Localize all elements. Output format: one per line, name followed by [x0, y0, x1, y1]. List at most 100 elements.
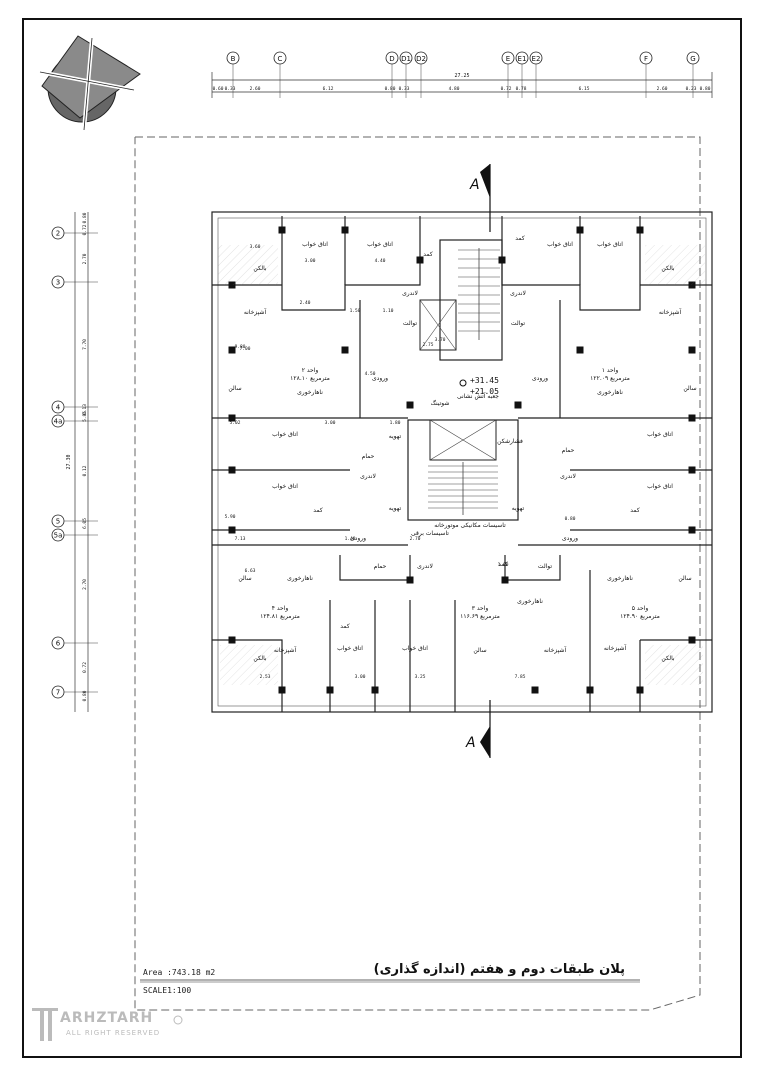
- room-dimension-value: 7.13: [235, 536, 246, 542]
- grid-axis-label-E2: E2: [532, 55, 541, 63]
- column: [341, 226, 349, 234]
- svg-text:A: A: [465, 735, 476, 751]
- grid-axis-label-4: 4: [56, 404, 61, 412]
- svg-text:+31.45: +31.45: [470, 376, 499, 385]
- brand-logo-icon: [32, 1008, 183, 1041]
- svg-text:حمام: حمام: [562, 447, 575, 454]
- svg-text:بالکن: بالکن: [253, 655, 267, 662]
- svg-text:لاندری: لاندری: [510, 290, 526, 297]
- column: [586, 686, 594, 694]
- room-dimension-value: 1.40: [345, 536, 356, 542]
- column: [228, 346, 236, 354]
- room-dimension-value: 6.63: [245, 568, 256, 574]
- svg-text:جعبه آتش نشانی: جعبه آتش نشانی: [457, 391, 499, 400]
- svg-text:اتاق خواب: اتاق خواب: [272, 431, 298, 438]
- column: [416, 256, 424, 264]
- room-dimension-value: 3.70: [435, 337, 446, 343]
- svg-text:بالکن: بالکن: [661, 265, 675, 272]
- column: [576, 346, 584, 354]
- column: [501, 576, 509, 584]
- svg-text:اتاق خواب: اتاق خواب: [302, 241, 328, 248]
- svg-text:کمد: کمد: [423, 251, 433, 258]
- column: [498, 256, 506, 264]
- grid-axis-label-D1: D1: [401, 55, 411, 63]
- svg-text:ورودی: ورودی: [562, 535, 578, 542]
- room-dimension-value: 2.53: [260, 674, 271, 680]
- column: [514, 401, 522, 409]
- unit-3-area: ۱۱۶.۶۹ مترمربع: [460, 613, 500, 620]
- room-dimension-value: 2.40: [300, 300, 311, 306]
- svg-text:توالت: توالت: [511, 320, 525, 327]
- top-dimension-value: 0.80: [700, 86, 711, 92]
- level-marks: +31.45 +21.05: [459, 376, 499, 396]
- svg-text:لاندری: لاندری: [417, 563, 433, 570]
- svg-text:اتاق خواب: اتاق خواب: [272, 483, 298, 490]
- site-boundary: [134, 136, 701, 1011]
- unit-2-name: واحد ۲: [302, 367, 319, 374]
- top-dimension-value: 0.72: [501, 86, 512, 92]
- svg-text:کمد: کمد: [313, 507, 323, 514]
- svg-text:لاندری: لاندری: [560, 473, 576, 480]
- sheet-border: [22, 18, 742, 1058]
- column: [278, 686, 286, 694]
- svg-text:سالن: سالن: [228, 385, 241, 392]
- brand-subtitle: ALL RIGHT RESERVED: [66, 1029, 161, 1037]
- svg-text:بالکن: بالکن: [253, 265, 267, 272]
- room-labels: اتاق خواب اتاق خواب اتاق خواب اتاق خواب …: [228, 235, 696, 662]
- top-dimension-lines: 27.25: [211, 72, 713, 98]
- svg-text:توالت: توالت: [403, 320, 417, 327]
- svg-text:بالکن: بالکن: [661, 655, 675, 662]
- room-dimension-value: 1.00: [498, 562, 509, 568]
- room-dimension-value: 1.10: [383, 308, 394, 314]
- room-dimension-value: 3.00: [325, 420, 336, 426]
- left-dimension-value: 0.72: [82, 224, 88, 235]
- unit-1-area: ۱۲۲.۰۹ مترمربع: [590, 375, 630, 382]
- grid-axis-label-5: 5: [56, 518, 60, 526]
- grid-axis-label-2: 2: [56, 230, 60, 238]
- svg-text:آشپزخانه: آشپزخانه: [604, 643, 627, 652]
- unit-walls: [212, 216, 712, 712]
- svg-text:سالن: سالن: [678, 575, 691, 582]
- top-dimension-value: 6.12: [323, 86, 334, 92]
- column: [228, 466, 236, 474]
- svg-text:تاسیسات برقی: تاسیسات برقی: [411, 530, 449, 537]
- unit-3-name: واحد ۳: [472, 605, 489, 612]
- left-dimension-value: 0.72: [82, 662, 88, 673]
- room-dimension-value: 3.00: [355, 674, 366, 680]
- svg-text:سالن: سالن: [238, 575, 251, 582]
- top-dimension-value: 0.60: [213, 86, 224, 92]
- grid-axis-label-F: F: [644, 55, 648, 63]
- room-dimension-value: 1.50: [350, 308, 361, 314]
- scale-label: SCALE1:100: [143, 986, 192, 995]
- room-dimension-value: 5.90: [225, 514, 236, 520]
- top-dimension-value: 0.80: [385, 86, 396, 92]
- building-outline: [211, 211, 713, 713]
- column: [636, 226, 644, 234]
- left-overall-dimension: 27.30: [66, 454, 72, 469]
- left-dimension-segments: 0.800.722.707.700.135.850.126.052.700.72…: [82, 212, 88, 701]
- grid-axis-label-6: 6: [56, 640, 61, 648]
- balconies: [218, 245, 705, 685]
- column: [278, 226, 286, 234]
- svg-text:آشپزخانه: آشپزخانه: [544, 645, 567, 654]
- left-dimension-value: 2.70: [82, 253, 88, 264]
- svg-text:کمد: کمد: [630, 507, 640, 514]
- room-dimension-value: 7.85: [515, 674, 526, 680]
- svg-text:ورودی: ورودی: [350, 535, 366, 542]
- north-arrow-icon: [39, 35, 141, 131]
- svg-text:آشپزخانه: آشپزخانه: [244, 307, 267, 316]
- svg-text:حمام: حمام: [374, 563, 387, 570]
- grid-axis-label-B: B: [231, 55, 236, 63]
- top-dimension-value: 2.60: [250, 86, 261, 92]
- top-dimension-value: 0.23: [686, 86, 697, 92]
- svg-text:کمد: کمد: [515, 235, 525, 242]
- building-core: [407, 239, 519, 521]
- room-dimension-value: 1.80: [390, 420, 401, 426]
- svg-text:کمد: کمد: [340, 623, 350, 630]
- svg-text:تهویه: تهویه: [512, 505, 525, 512]
- svg-text:سالن: سالن: [473, 647, 486, 654]
- unit-4-area: ۱۲۴.۸۱ مترمربع: [260, 613, 300, 620]
